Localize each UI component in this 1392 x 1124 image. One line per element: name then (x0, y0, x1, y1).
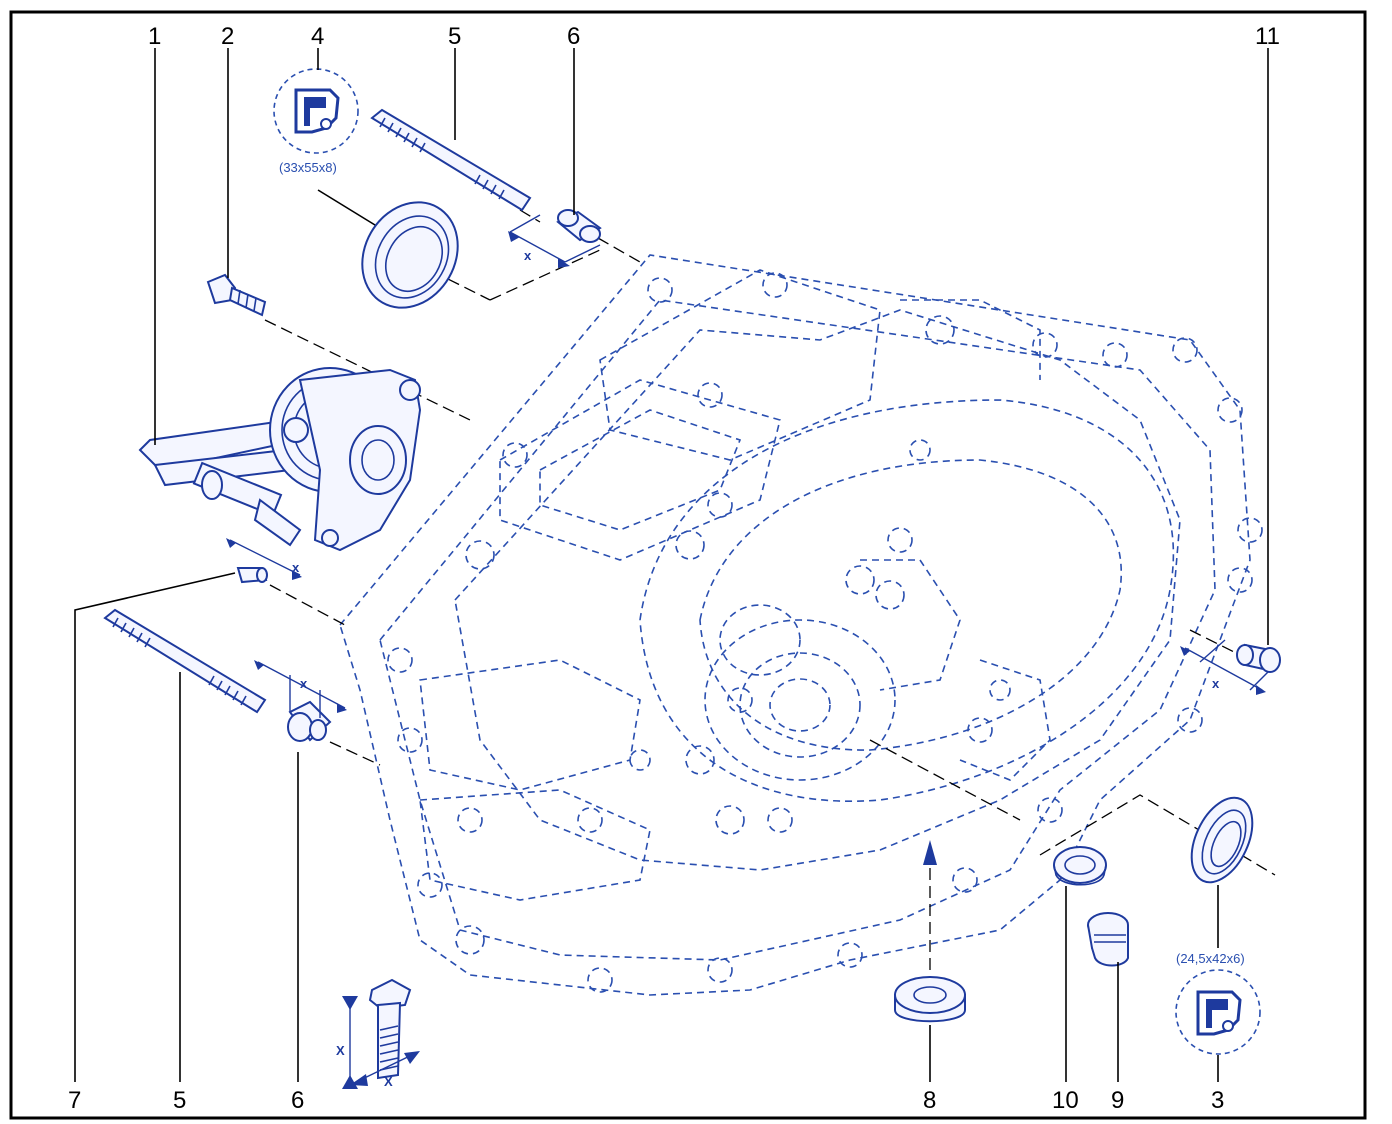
drain-plug-9 (1087, 912, 1129, 967)
seal-profile-detail-top (273, 68, 359, 154)
gearbox-housing (339, 254, 1263, 996)
stud-top (370, 108, 532, 212)
oil-seal-bottom (1190, 796, 1254, 884)
dimension-label-x-bottom: x (300, 676, 308, 691)
seal-size-label-top: (33x55x8) (279, 160, 337, 175)
dimension-x-7 (226, 538, 302, 580)
callout-3: 3 (1211, 1087, 1224, 1114)
callout-5-top: 5 (448, 23, 461, 50)
dimension-x-top (508, 214, 601, 268)
dimension-x-11 (1180, 639, 1269, 695)
callout-10: 10 (1052, 1087, 1079, 1114)
callout-2: 2 (221, 23, 234, 50)
callout-7: 7 (68, 1087, 81, 1114)
washer-8 (894, 976, 966, 1023)
callout-9: 9 (1111, 1087, 1124, 1114)
dimension-label-x-11: x (1212, 676, 1220, 691)
dimension-label-x-horizontal: X (384, 1074, 393, 1089)
leader-lines (74, 48, 1269, 1082)
dowel-top (556, 209, 602, 243)
assembly-axes (264, 209, 1276, 975)
dimension-label-x-7: x (292, 560, 300, 575)
callout-4: 4 (311, 23, 324, 50)
callout-11: 11 (1255, 23, 1280, 50)
diagram-border (9, 10, 1367, 1120)
callout-5-bottom: 5 (173, 1087, 186, 1114)
dowel-11 (1236, 643, 1281, 673)
callout-1: 1 (148, 23, 161, 50)
seal-size-label-bottom: (24,5x42x6) (1176, 951, 1245, 966)
dimension-label-x-vertical: X (336, 1043, 345, 1058)
callout-6-top: 6 (567, 23, 580, 50)
seal-washer-10 (1053, 846, 1107, 886)
callout-8: 8 (923, 1087, 936, 1114)
clutch-slave-cylinder (138, 367, 422, 552)
dowel-pin-7 (236, 567, 268, 584)
dowel-bottom (287, 700, 332, 742)
oil-seal-top (361, 201, 459, 309)
callout-6-bottom: 6 (291, 1087, 304, 1114)
seal-profile-detail-bottom (1175, 969, 1261, 1055)
stud-bottom (103, 608, 267, 714)
bolt-measurement-glyph: X X (336, 978, 420, 1089)
dimension-x-bottom (254, 660, 347, 718)
bolt-2 (206, 273, 267, 317)
dimension-label-x-top: x (524, 248, 532, 263)
